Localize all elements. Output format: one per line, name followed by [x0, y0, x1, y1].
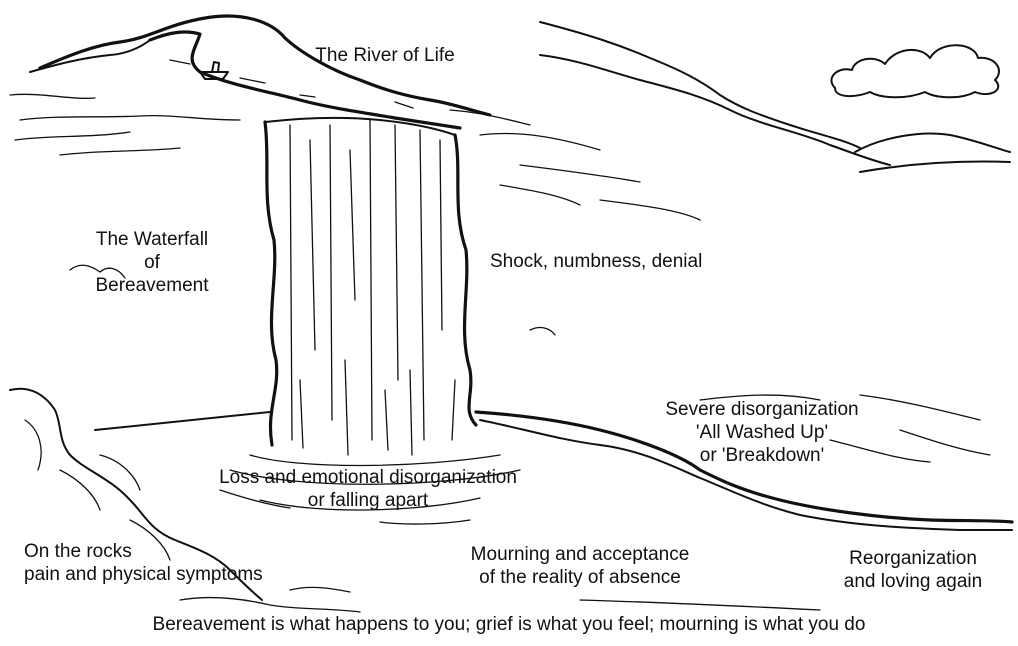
- waterfall-streaks-low: [300, 360, 455, 455]
- waterfall-streaks: [290, 120, 442, 440]
- river-ripples: [170, 60, 413, 108]
- cliff-top-left: [10, 94, 240, 120]
- label-loss: Loss and emotional disorganization or fa…: [148, 466, 588, 512]
- waterfall-top-edge: [265, 118, 455, 135]
- label-reorganization: Reorganization and loving again: [818, 547, 1008, 593]
- pool-left-bank: [95, 412, 270, 430]
- foreground-line: [580, 600, 820, 610]
- river-bank-left-edge: [30, 40, 150, 72]
- sun-hill: [855, 134, 1010, 152]
- waterfall-left-wall: [265, 122, 277, 445]
- label-on-the-rocks: On the rocks pain and physical symptoms: [24, 540, 344, 586]
- scribble-right: [530, 328, 555, 335]
- cloud-icon: [831, 45, 999, 97]
- caption: Bereavement is what happens to you; grie…: [0, 613, 1018, 636]
- label-waterfall-of-bereavement: The Waterfall of Bereavement: [62, 228, 242, 297]
- cliff-top-left-2: [15, 132, 180, 155]
- rocks-bottom: [180, 587, 360, 612]
- waterfall-right-wall: [455, 135, 476, 425]
- far-hills-right: [540, 22, 860, 148]
- label-shock: Shock, numbness, denial: [490, 250, 790, 273]
- label-severe-disorganization: Severe disorganization 'All Washed Up' o…: [632, 398, 892, 467]
- label-river-of-life: The River of Life: [270, 44, 500, 67]
- middle-land-lines: [450, 110, 700, 220]
- label-mourning: Mourning and acceptance of the reality o…: [430, 543, 730, 589]
